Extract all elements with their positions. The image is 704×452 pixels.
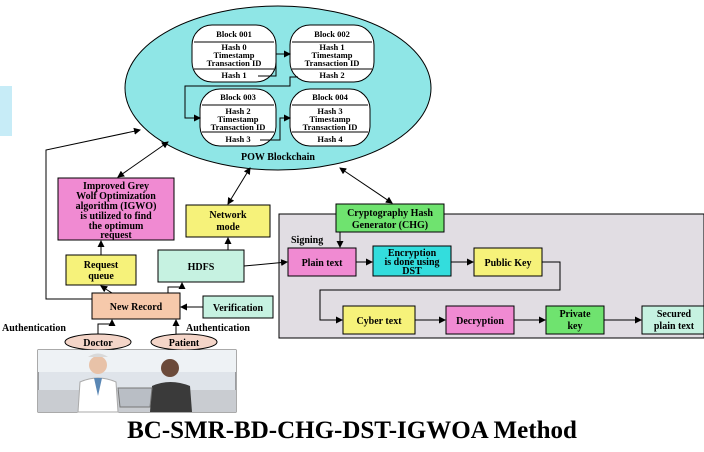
verification-box: Verification bbox=[202, 295, 274, 319]
block-name: Block 004 bbox=[312, 92, 348, 102]
block-line: Timestamp bbox=[312, 50, 353, 60]
block-line: Timestamp bbox=[218, 114, 259, 124]
link-002-003 bbox=[184, 76, 298, 122]
arrow-blockchain-chg bbox=[339, 167, 393, 204]
plain-text-label: Plain text bbox=[302, 258, 343, 269]
igwo-line: Wolf Optimization bbox=[76, 191, 156, 202]
private-key-box: Private key bbox=[545, 305, 605, 335]
doctor-oval: Doctor bbox=[64, 333, 132, 351]
arrow-hdfs-plaintext bbox=[243, 259, 288, 267]
arrow-loop-blockchain bbox=[45, 127, 141, 300]
block-line: Timestamp bbox=[214, 50, 255, 60]
encryption-line: DST bbox=[402, 266, 422, 277]
doctor-patient-photo bbox=[37, 349, 237, 413]
patient-label: Patient bbox=[169, 338, 200, 349]
doctor-label: Doctor bbox=[83, 338, 113, 349]
blockchain-label: POW Blockchain bbox=[241, 152, 315, 163]
arrow-record-hdfs bbox=[167, 282, 186, 293]
public-key-label: Public Key bbox=[485, 258, 532, 269]
plain-text-box: Plain text bbox=[287, 247, 357, 277]
patient-oval: Patient bbox=[150, 333, 218, 351]
block-footer: Hash 3 bbox=[225, 134, 250, 144]
igwo-line: the optimum bbox=[89, 221, 144, 232]
request-queue-line: queue bbox=[88, 271, 114, 282]
block-line: Hash 1 bbox=[319, 42, 344, 52]
private-key-line: key bbox=[568, 321, 583, 332]
block-line: Transaction ID bbox=[305, 58, 360, 68]
block-line: Hash 3 bbox=[317, 106, 342, 116]
igwo-line: Improved Grey bbox=[83, 181, 149, 192]
igwo-box: Improved Grey Wolf Optimization algorith… bbox=[57, 177, 175, 241]
encryption-line: is done using bbox=[384, 257, 439, 268]
block-name: Block 001 bbox=[216, 29, 252, 39]
igwo-line: request bbox=[100, 230, 132, 241]
chg-box: Cryptography Hash Generator (CHG) bbox=[335, 203, 445, 233]
chg-line: Generator (CHG) bbox=[352, 220, 428, 231]
secured-line: plain text bbox=[654, 321, 695, 332]
block-line: Hash 2 bbox=[225, 106, 250, 116]
new-record-box: New Record bbox=[91, 292, 181, 320]
arrow-record-queue bbox=[100, 285, 113, 294]
block-name: Block 002 bbox=[314, 29, 350, 39]
block-line: Transaction ID bbox=[207, 58, 262, 68]
hdfs-label: HDFS bbox=[188, 262, 215, 273]
block-line: Hash 0 bbox=[221, 42, 246, 52]
secured-line: Secured bbox=[657, 309, 692, 320]
block-002: Block 002 Hash 1 Timestamp Transaction I… bbox=[289, 24, 375, 83]
link-003-004 bbox=[260, 114, 291, 141]
arrow-blockchain-igwo bbox=[117, 141, 169, 178]
cyber-text-box: Cyber text bbox=[342, 305, 416, 335]
method-title: BC-SMR-BD-CHG-DST-IGWOA Method bbox=[127, 417, 577, 444]
request-queue-box: Request queue bbox=[65, 254, 137, 286]
secured-plain-text-box: Secured plain text bbox=[641, 305, 704, 335]
decryption-label: Decryption bbox=[456, 316, 504, 327]
igwo-line: algorithm (IGWO) bbox=[76, 201, 157, 212]
link-001-002 bbox=[258, 50, 291, 77]
decryption-box: Decryption bbox=[445, 305, 515, 335]
block-line: Timestamp bbox=[310, 114, 351, 124]
side-accent-bar bbox=[0, 86, 12, 136]
hdfs-box: HDFS bbox=[157, 249, 245, 283]
arrow-blockchain-network bbox=[227, 167, 251, 205]
cyber-text-label: Cyber text bbox=[356, 316, 402, 327]
verification-label: Verification bbox=[213, 303, 264, 314]
blockchain-ellipse bbox=[124, 5, 432, 171]
authentication-left: Authentication bbox=[2, 323, 66, 334]
network-mode-line: Network bbox=[209, 210, 247, 221]
block-footer: Hash 2 bbox=[319, 70, 344, 80]
block-line: Transaction ID bbox=[303, 122, 358, 132]
new-record-label: New Record bbox=[110, 302, 163, 313]
block-footer: Hash 1 bbox=[221, 70, 246, 80]
private-key-line: Private bbox=[559, 309, 591, 320]
block-004: Block 004 Hash 3 Timestamp Transaction I… bbox=[289, 88, 371, 147]
block-003: Block 003 Hash 2 Timestamp Transaction I… bbox=[199, 88, 277, 147]
block-001: Block 001 Hash 0 Timestamp Transaction I… bbox=[191, 24, 277, 83]
block-name: Block 003 bbox=[220, 92, 256, 102]
igwo-line: is utilized to find bbox=[80, 211, 152, 222]
network-mode-line: mode bbox=[216, 222, 240, 233]
chg-line: Cryptography Hash bbox=[347, 208, 433, 219]
signing-label: Signing bbox=[291, 235, 323, 246]
block-line: Transaction ID bbox=[211, 122, 266, 132]
network-mode-box: Network mode bbox=[185, 204, 271, 238]
public-key-box: Public Key bbox=[473, 247, 543, 277]
encryption-line: Encryption bbox=[388, 248, 437, 259]
arrow-publickey-cyber bbox=[319, 261, 561, 324]
arrow-doctor-record bbox=[97, 319, 116, 334]
encryption-box: Encryption is done using DST bbox=[372, 245, 452, 277]
request-queue-line: Request bbox=[84, 260, 119, 271]
block-footer: Hash 4 bbox=[317, 134, 343, 144]
authentication-right: Authentication bbox=[186, 323, 250, 334]
